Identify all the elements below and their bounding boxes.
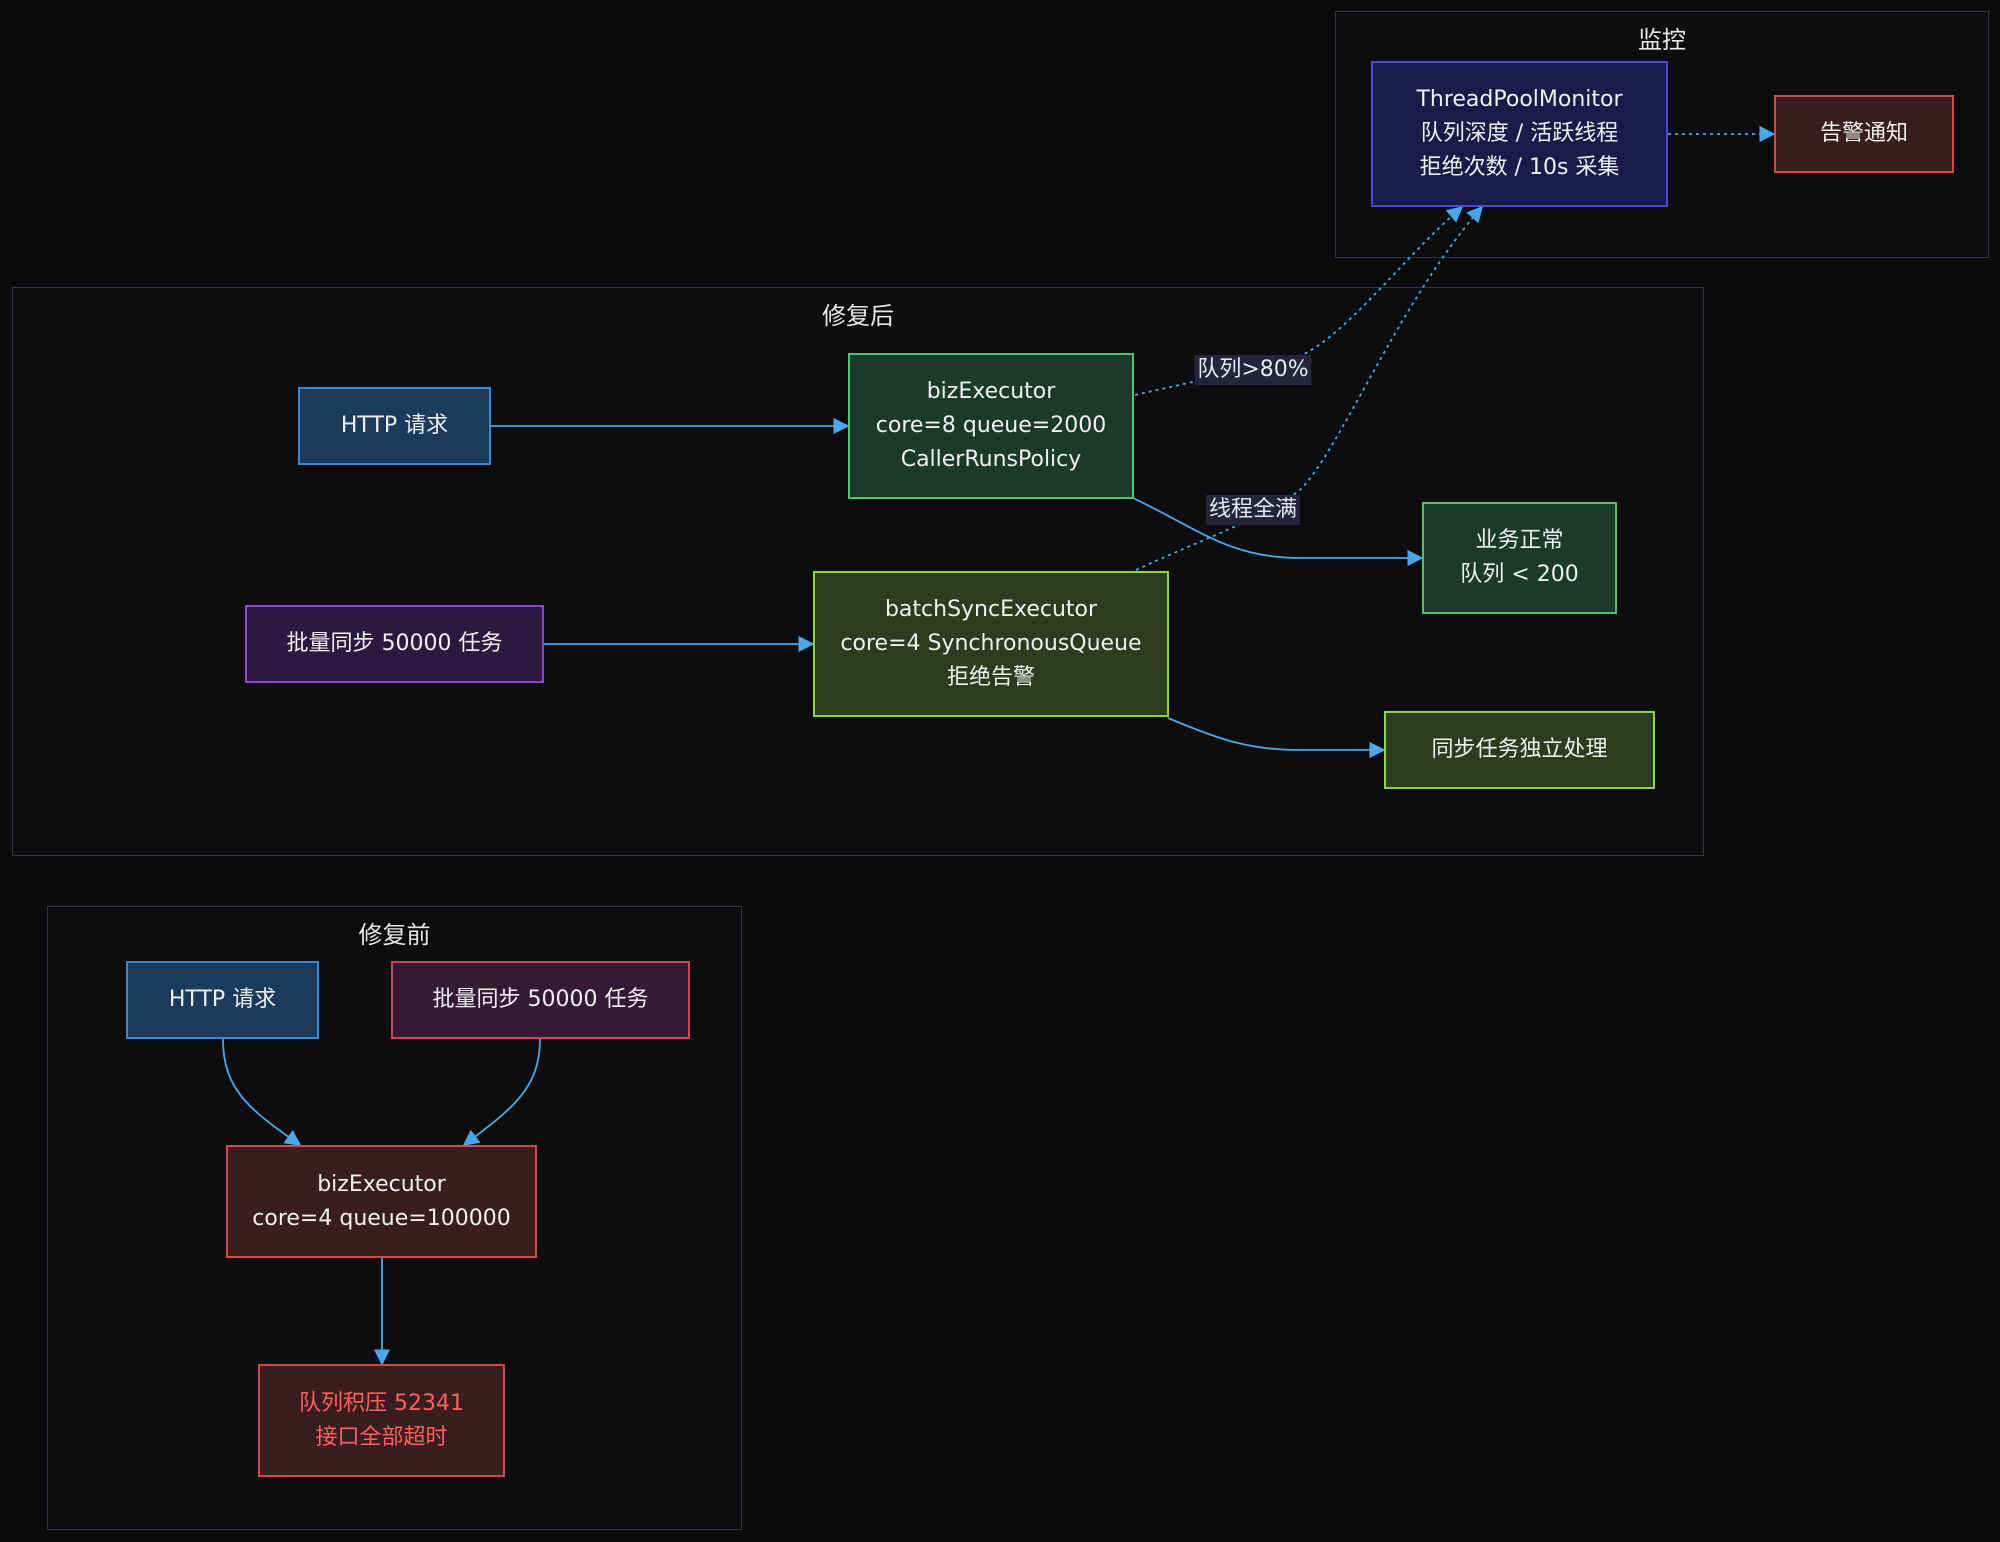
- node-business-normal[interactable]: 业务正常 队列 < 200: [1422, 502, 1617, 614]
- node-alert-notify[interactable]: 告警通知: [1774, 95, 1954, 173]
- node-line: 接口全部超时: [315, 1424, 448, 1450]
- node-line: 拒绝告警: [946, 665, 1035, 690]
- edge-batch-exec-to-sync-ok: [1167, 717, 1386, 759]
- node-thread-pool-monitor[interactable]: ThreadPoolMonitor 队列深度 / 活跃线程 拒绝次数 / 10s…: [1371, 61, 1668, 207]
- edge-label-threads-full: 线程全满: [1205, 495, 1301, 525]
- node-after-http-request[interactable]: HTTP 请求: [298, 387, 491, 465]
- node-before-http-request[interactable]: HTTP 请求: [126, 961, 319, 1039]
- edge-batch-exec-to-monitor: [1135, 205, 1484, 571]
- edge-before-http-to-biz: [222, 1038, 302, 1146]
- node-line: 告警通知: [1819, 121, 1908, 146]
- cluster-title-after-fix: 修复后: [822, 302, 894, 330]
- node-line: ThreadPoolMonitor: [1416, 87, 1623, 112]
- node-before-biz-executor[interactable]: bizExecutor core=4 queue=100000: [226, 1145, 537, 1258]
- node-line: core=4 queue=100000: [252, 1205, 511, 1231]
- edge-biz-to-ok: [1132, 497, 1424, 567]
- node-after-batch-sync[interactable]: 批量同步 50000 任务: [245, 605, 544, 683]
- cluster-title-monitor: 监控: [1638, 26, 1686, 54]
- node-line: 拒绝次数 / 10s 采集: [1419, 155, 1620, 180]
- node-line: 同步任务独立处理: [1431, 737, 1608, 762]
- node-batch-sync-executor[interactable]: batchSyncExecutor core=4 SynchronousQueu…: [813, 571, 1169, 717]
- node-line: 队列深度 / 活跃线程: [1420, 121, 1619, 146]
- node-line: bizExecutor: [926, 379, 1056, 404]
- node-line: 队列 < 200: [1460, 562, 1579, 587]
- node-line: batchSyncExecutor: [884, 597, 1098, 622]
- node-line: 批量同步 50000 任务: [286, 631, 503, 656]
- node-sync-task-independent[interactable]: 同步任务独立处理: [1384, 711, 1655, 789]
- node-line: 业务正常: [1475, 528, 1564, 553]
- node-after-biz-executor[interactable]: bizExecutor core=8 queue=2000 CallerRuns…: [848, 353, 1134, 499]
- node-line: HTTP 请求: [168, 987, 277, 1012]
- cluster-title-before-fix: 修复前: [358, 921, 431, 949]
- node-line: CallerRunsPolicy: [900, 447, 1082, 472]
- node-line: 队列积压 52341: [299, 1390, 464, 1416]
- node-line: HTTP 请求: [340, 413, 449, 438]
- edge-label-queue-over-80: 队列>80%: [1194, 355, 1312, 385]
- node-before-batch-sync[interactable]: 批量同步 50000 任务: [391, 961, 690, 1039]
- node-line: 批量同步 50000 任务: [432, 987, 649, 1012]
- node-queue-backlog[interactable]: 队列积压 52341 接口全部超时: [258, 1364, 505, 1477]
- edge-before-batch-to-biz: [462, 1038, 541, 1146]
- node-line: core=4 SynchronousQueue: [840, 631, 1142, 656]
- node-line: core=8 queue=2000: [875, 413, 1107, 438]
- node-line: bizExecutor: [317, 1171, 446, 1197]
